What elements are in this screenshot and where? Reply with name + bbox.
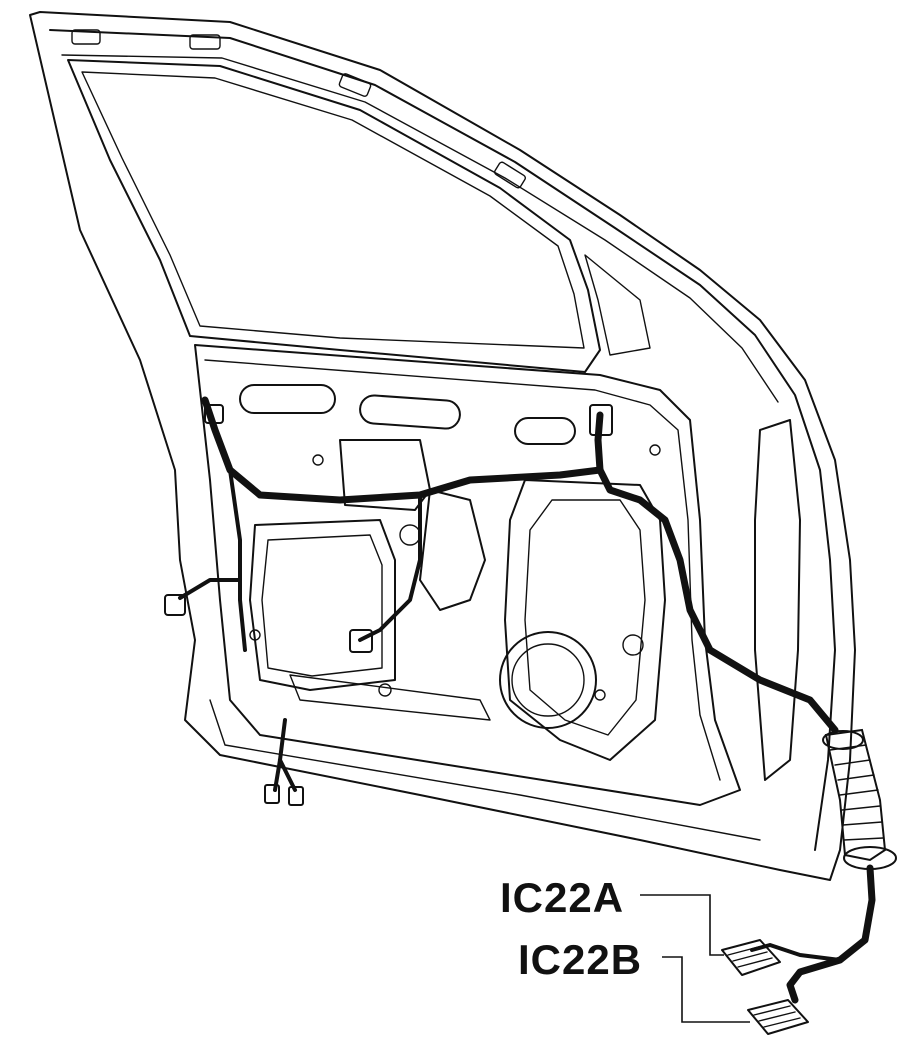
connector-ic22b-shape [747, 999, 809, 1035]
top-clips [71, 29, 526, 189]
harness-conduit [750, 728, 897, 1004]
door-shell [29, 11, 856, 881]
callout-line-ic22b [662, 956, 750, 1023]
callout-label-ic22a: IC22A [500, 874, 624, 921]
callout-line-ic22a [640, 894, 724, 956]
wiring-harness [164, 396, 839, 806]
connector-ic22a-shape [721, 939, 781, 976]
callout-label-ic22b: IC22B [518, 936, 642, 983]
window-opening [67, 59, 651, 373]
inner-panel [194, 344, 801, 841]
